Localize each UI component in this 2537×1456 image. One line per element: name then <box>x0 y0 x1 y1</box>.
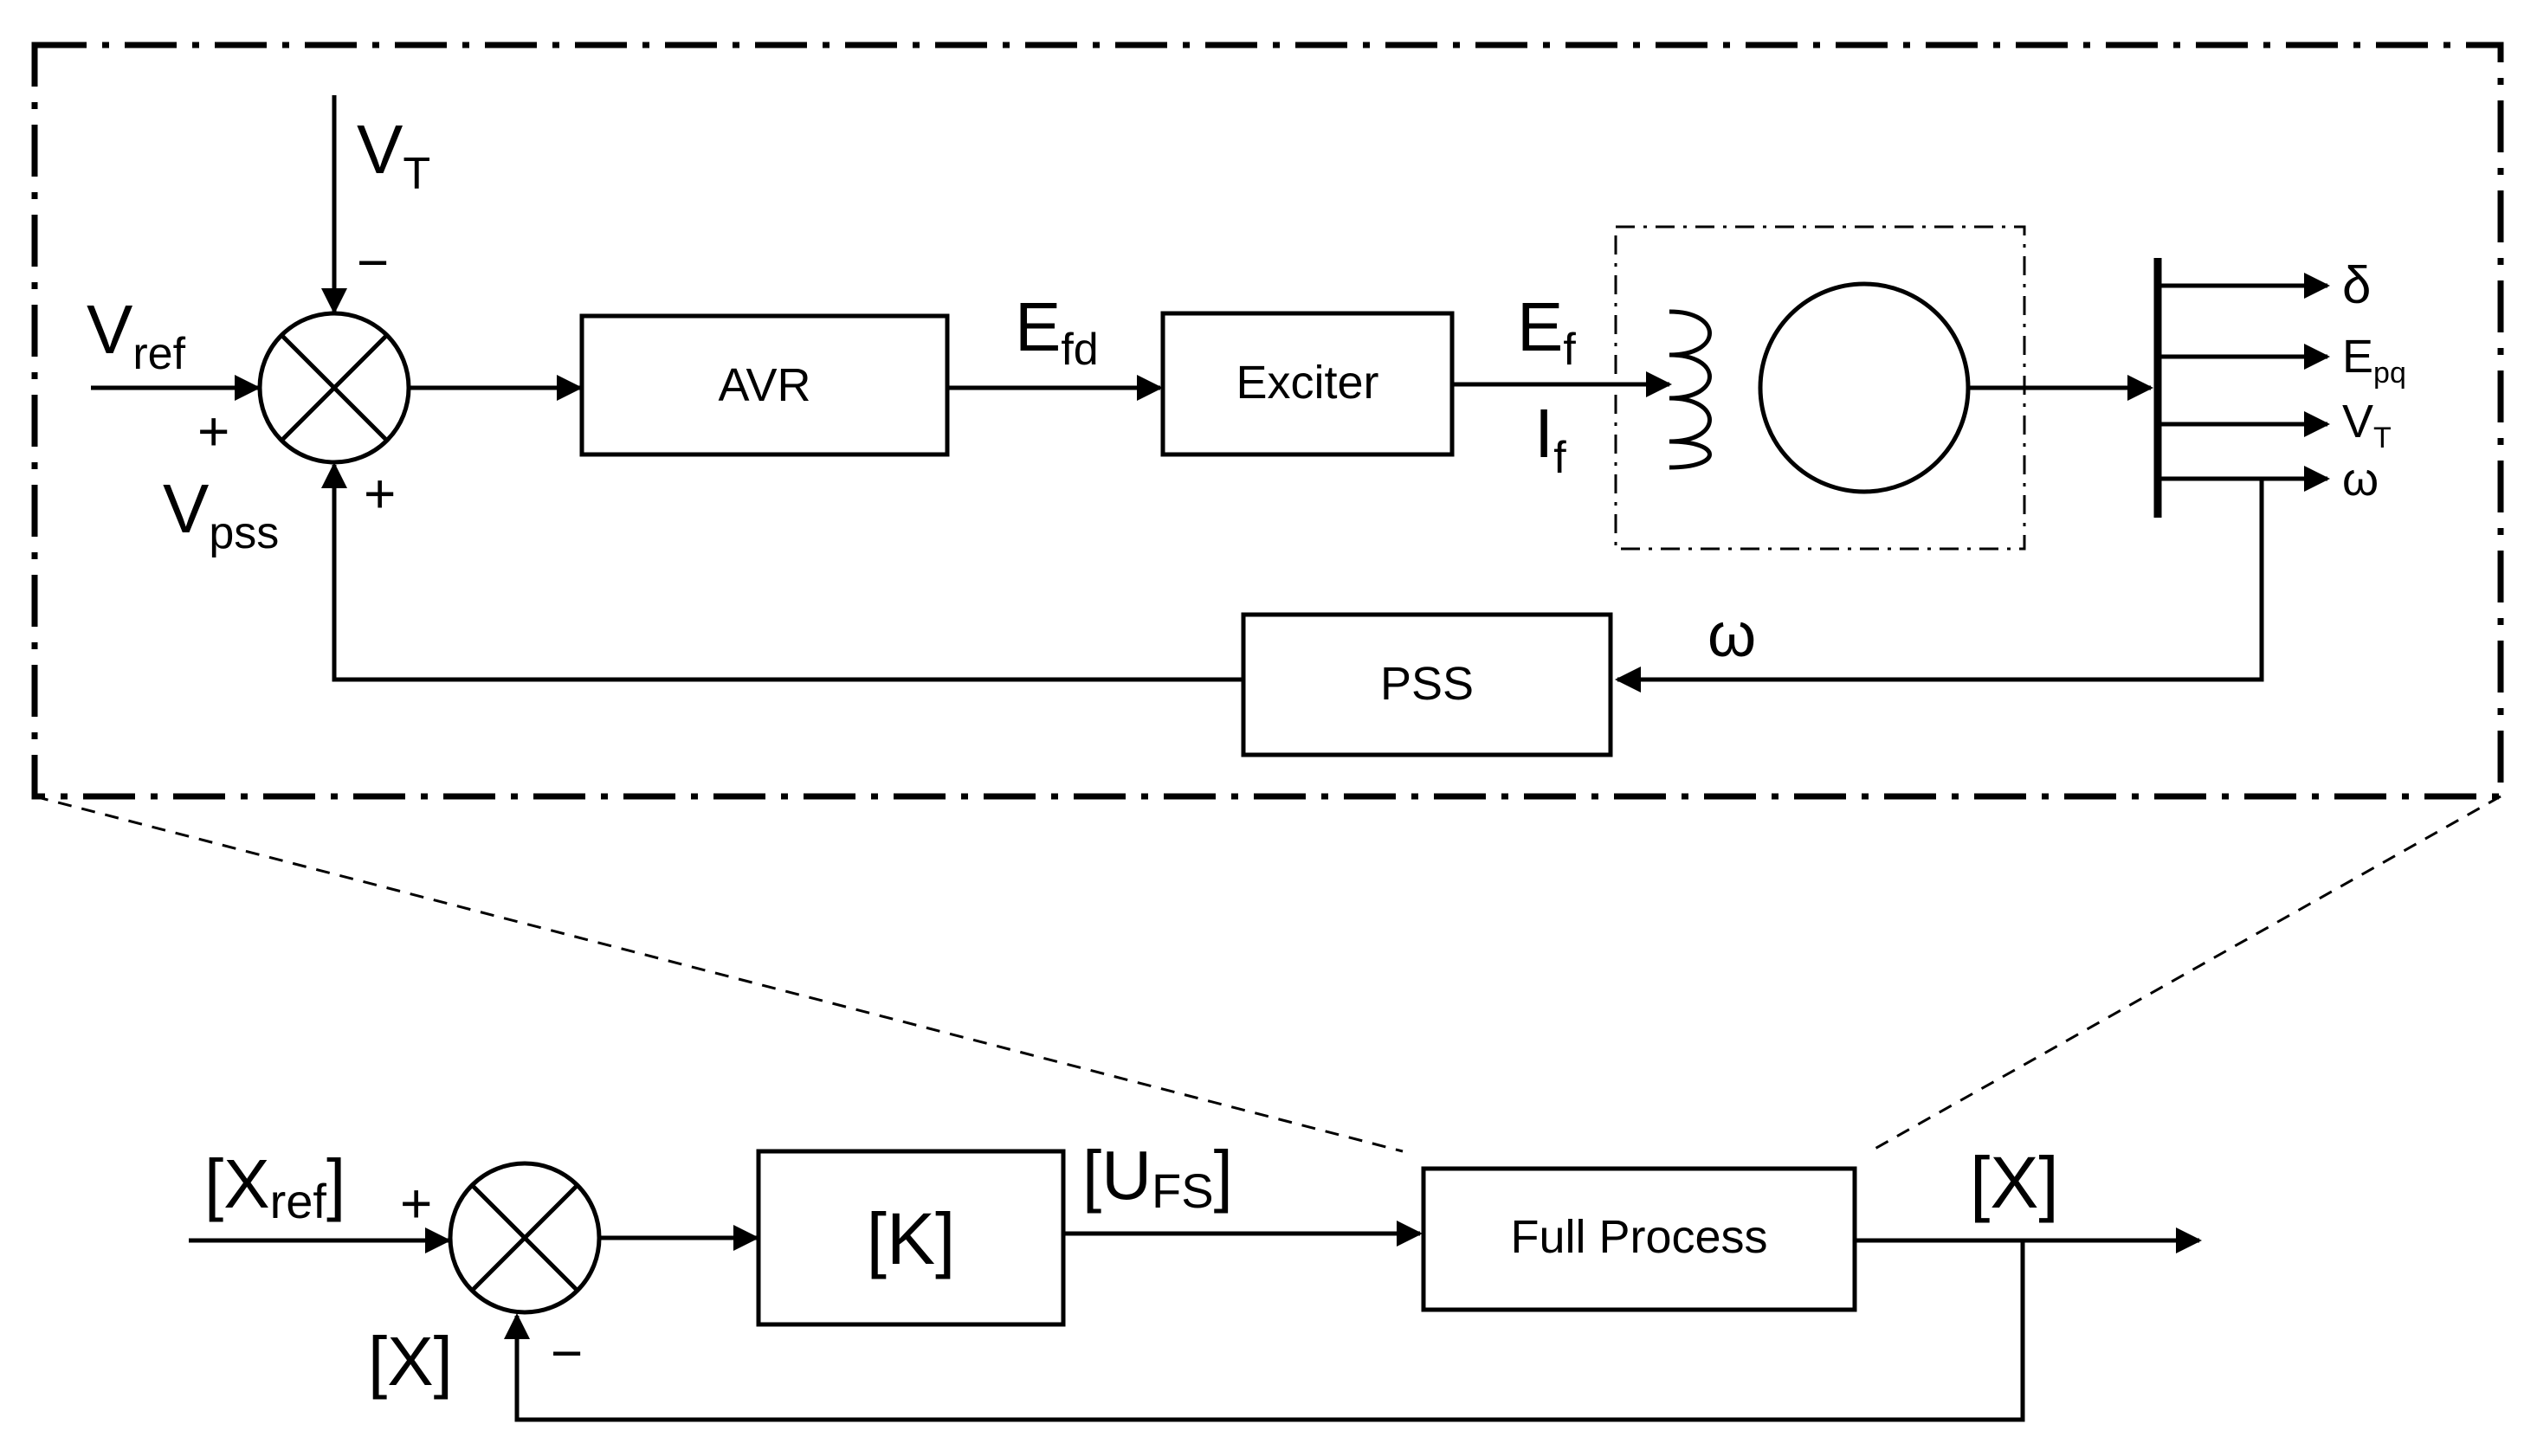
xref-plus-sign: + <box>400 1172 432 1234</box>
ufs-label: [UFS] <box>1082 1137 1233 1218</box>
if-label: If <box>1534 395 1566 483</box>
full-process-block <box>1421 1166 1857 1312</box>
output-vt-label: VT <box>2342 396 2392 454</box>
avr-block <box>579 313 950 457</box>
vref-plus-sign: + <box>197 400 229 462</box>
inner-summing-junction <box>257 311 411 465</box>
x-feedback-label: [X] <box>368 1323 453 1400</box>
x-output-label: [X] <box>1970 1142 2059 1223</box>
zoom-line-right <box>1869 795 2501 1153</box>
zoom-line-left <box>34 795 1404 1153</box>
exciter-label: Exciter <box>1236 357 1378 409</box>
x-feedback-line <box>504 1240 2025 1422</box>
xref-label: [Xref] <box>204 1145 345 1228</box>
output-delta-label: δ <box>2342 256 2371 314</box>
pss-label: PSS <box>1380 658 1474 710</box>
pss-to-junction-line <box>321 462 1243 682</box>
zoom-frame <box>31 42 2504 800</box>
vpss-plus-sign: + <box>364 462 396 525</box>
generator-rotor-icon <box>1758 281 1971 494</box>
pss-block <box>1241 612 1613 757</box>
output-omega-label: ω <box>2342 454 2379 506</box>
omega-feedback-label: ω <box>1707 601 1756 670</box>
ef-label: Ef <box>1517 288 1576 375</box>
full-process-label: Full Process <box>1510 1211 1767 1263</box>
outer-summing-junction <box>448 1161 602 1315</box>
output-epq-label: Epq <box>2342 331 2406 390</box>
field-coil-icon <box>1669 309 1712 470</box>
vpss-label: Vpss <box>163 470 279 558</box>
avr-label: AVR <box>718 359 810 411</box>
x-minus-sign: − <box>551 1322 583 1384</box>
k-block <box>756 1149 1066 1327</box>
k-label: [K] <box>867 1198 956 1279</box>
omega-feedback-line <box>1615 479 2264 693</box>
vt-label: VT <box>357 111 430 199</box>
vref-label: Vref <box>87 291 186 379</box>
vt-minus-sign: − <box>357 231 389 293</box>
efd-label: Efd <box>1015 288 1099 375</box>
exciter-block <box>1160 311 1455 457</box>
